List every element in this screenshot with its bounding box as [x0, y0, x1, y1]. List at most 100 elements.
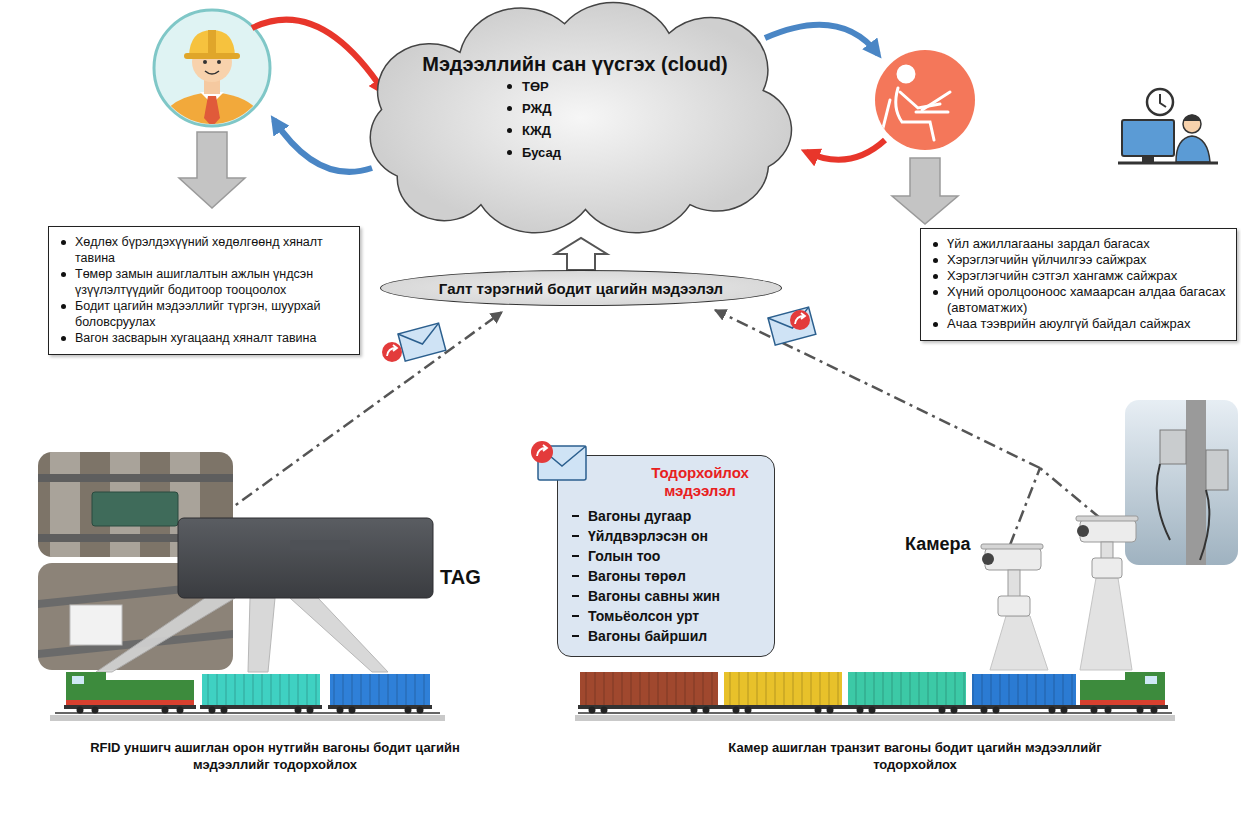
item-text: Бодит цагийн мэдээллийг түргэн, шуурхай … — [75, 298, 349, 330]
bullet-dash — [572, 615, 579, 617]
transit-train-part — [589, 707, 1158, 714]
item-text: Ачаа тээврийн аюулгүй байдал сайжрах — [947, 316, 1190, 332]
item-text: КЖД — [522, 120, 551, 142]
item-text: Томьёолсон урт — [588, 606, 699, 626]
local-train-part-part — [162, 707, 169, 714]
camera-label: Камера — [905, 533, 971, 556]
local-train-part-part — [295, 707, 302, 714]
reader-beam-part — [96, 598, 235, 672]
engineer-icon-part-part — [203, 60, 207, 64]
caption-text: RFID уншигч ашиглан орон нутгийн вагоны … — [60, 740, 490, 774]
item-text: Вагоны байршил — [588, 626, 707, 646]
desk-worker-icon-part — [1118, 162, 1218, 165]
item-text: Вагоны савны жин — [588, 586, 720, 606]
envelope-icon — [528, 438, 592, 488]
transit-train-part-part — [691, 707, 698, 714]
camera-icon-part — [1092, 558, 1122, 578]
camera-icon-part — [982, 553, 994, 565]
local-train-part-part — [405, 707, 412, 714]
local-train-part-part — [337, 707, 344, 714]
desk-worker-icon-part — [1142, 156, 1154, 162]
list-item: Бодит цагийн мэдээллийг түргэн, шуурхай … — [59, 298, 349, 330]
transit-train-part-part — [1151, 707, 1158, 714]
envelope-icon-part-part — [398, 323, 443, 349]
engineer-icon-part-part — [189, 30, 235, 56]
benefit-box: Хөдлөх бүрэлдэхүүний хөдөлгөөнд хяналт т… — [48, 226, 360, 355]
desk-worker-icon — [1118, 89, 1218, 163]
bullet-dot — [933, 258, 938, 263]
envelope-icon-part — [768, 307, 816, 345]
transit-train-part-part — [827, 707, 834, 714]
transit-train-part — [848, 672, 966, 706]
bullet-dot — [933, 242, 938, 247]
bullet-dash — [572, 555, 579, 557]
down-arrow-part — [892, 158, 958, 224]
bullet-dot — [507, 84, 512, 89]
bullet-dot — [61, 272, 66, 277]
heading-row: Тодорхойлох мэдээлэл — [630, 464, 770, 500]
local-train-part — [50, 715, 445, 721]
block-arrow — [555, 238, 607, 270]
bullet-dash — [572, 535, 579, 537]
camera-icon-part — [1101, 542, 1113, 560]
envelope-icon-part-part — [768, 307, 813, 333]
transit-train-part-part — [869, 707, 876, 714]
heading-text: Мэдээллийн сан үүсгэх (cloud) — [422, 53, 727, 75]
item-text: Үйлдвэрлэсэн он — [588, 526, 708, 546]
info-box: Тодорхойлох мэдээлэлВагоны дугаарҮйлдвэр… — [557, 455, 775, 657]
signal-line-part — [1040, 468, 1100, 518]
transit-train-part — [848, 672, 966, 706]
item-text: Төмөр замын ашиглалтын ажлын үндсэн үзүү… — [75, 266, 349, 298]
caption-text: Камер ашиглан транзит вагоны бодит цагий… — [700, 740, 1130, 774]
envelope-icon-part-part — [768, 307, 816, 345]
bullet-dash — [572, 515, 579, 517]
local-train-part-part — [349, 707, 356, 714]
local-train-part — [77, 707, 424, 714]
desk-worker-icon-part — [1176, 136, 1210, 162]
transit-train-part-part — [601, 707, 608, 714]
list-item: Хэрэглэгчийн үйлчилгээ сайжрах — [931, 252, 1226, 268]
list-item: Үйл ажиллагааны зардал багасах — [931, 236, 1226, 252]
cloud-database: Мэдээллийн сан үүсгэх (cloud)ТӨРРЖДКЖДБу… — [345, 0, 805, 238]
transit-train-part — [972, 674, 1076, 706]
transit-train-part-part — [703, 707, 710, 714]
list-item: КЖД — [507, 120, 805, 142]
bullet-dot — [61, 240, 66, 245]
transit-train-part-part — [939, 707, 946, 714]
bullet-dash — [572, 595, 579, 597]
bullet-dot — [61, 304, 66, 309]
envelope-icon-part — [790, 310, 810, 330]
transit-train-part — [724, 672, 842, 706]
local-train-part — [202, 674, 320, 706]
transit-train-part-part — [951, 707, 958, 714]
camera-icon-part — [981, 544, 1043, 549]
local-train-part — [330, 674, 430, 706]
envelope-icon-part — [387, 345, 397, 356]
list-item: ТӨР — [507, 76, 805, 98]
data-ellipse: Галт тэрэгний бодит цагийн мэдээлэл — [380, 270, 782, 306]
operator-icon-part — [880, 66, 950, 140]
rfid-tag-part — [178, 518, 433, 598]
operator-icon-part-part — [896, 88, 934, 140]
bullet-dot — [933, 274, 938, 279]
bullet-dash — [572, 575, 579, 577]
local-train-part — [66, 700, 194, 705]
transit-train-part — [578, 712, 1172, 714]
bullet-dot — [507, 150, 512, 155]
list-item: Галт тэрэгний бодит цагийн мэдээлэл — [439, 280, 723, 297]
tag-label: TAG — [440, 564, 481, 590]
desk-worker-icon-part — [1183, 115, 1201, 122]
transit-train-part-part — [815, 707, 822, 714]
item-text: Вагоны төрөл — [588, 566, 686, 586]
reader-beam-part — [248, 598, 275, 672]
camera-icon-part — [998, 596, 1030, 616]
camera-icon-part — [1077, 525, 1089, 537]
bullet-dash — [572, 635, 579, 637]
list-item: РЖД — [507, 98, 805, 120]
transit-train-part — [575, 715, 1175, 721]
item-text: Вагоны дугаар — [588, 506, 691, 526]
local-train-part — [64, 705, 196, 709]
send-badge — [531, 441, 553, 463]
flow-arrow-part — [765, 25, 878, 54]
